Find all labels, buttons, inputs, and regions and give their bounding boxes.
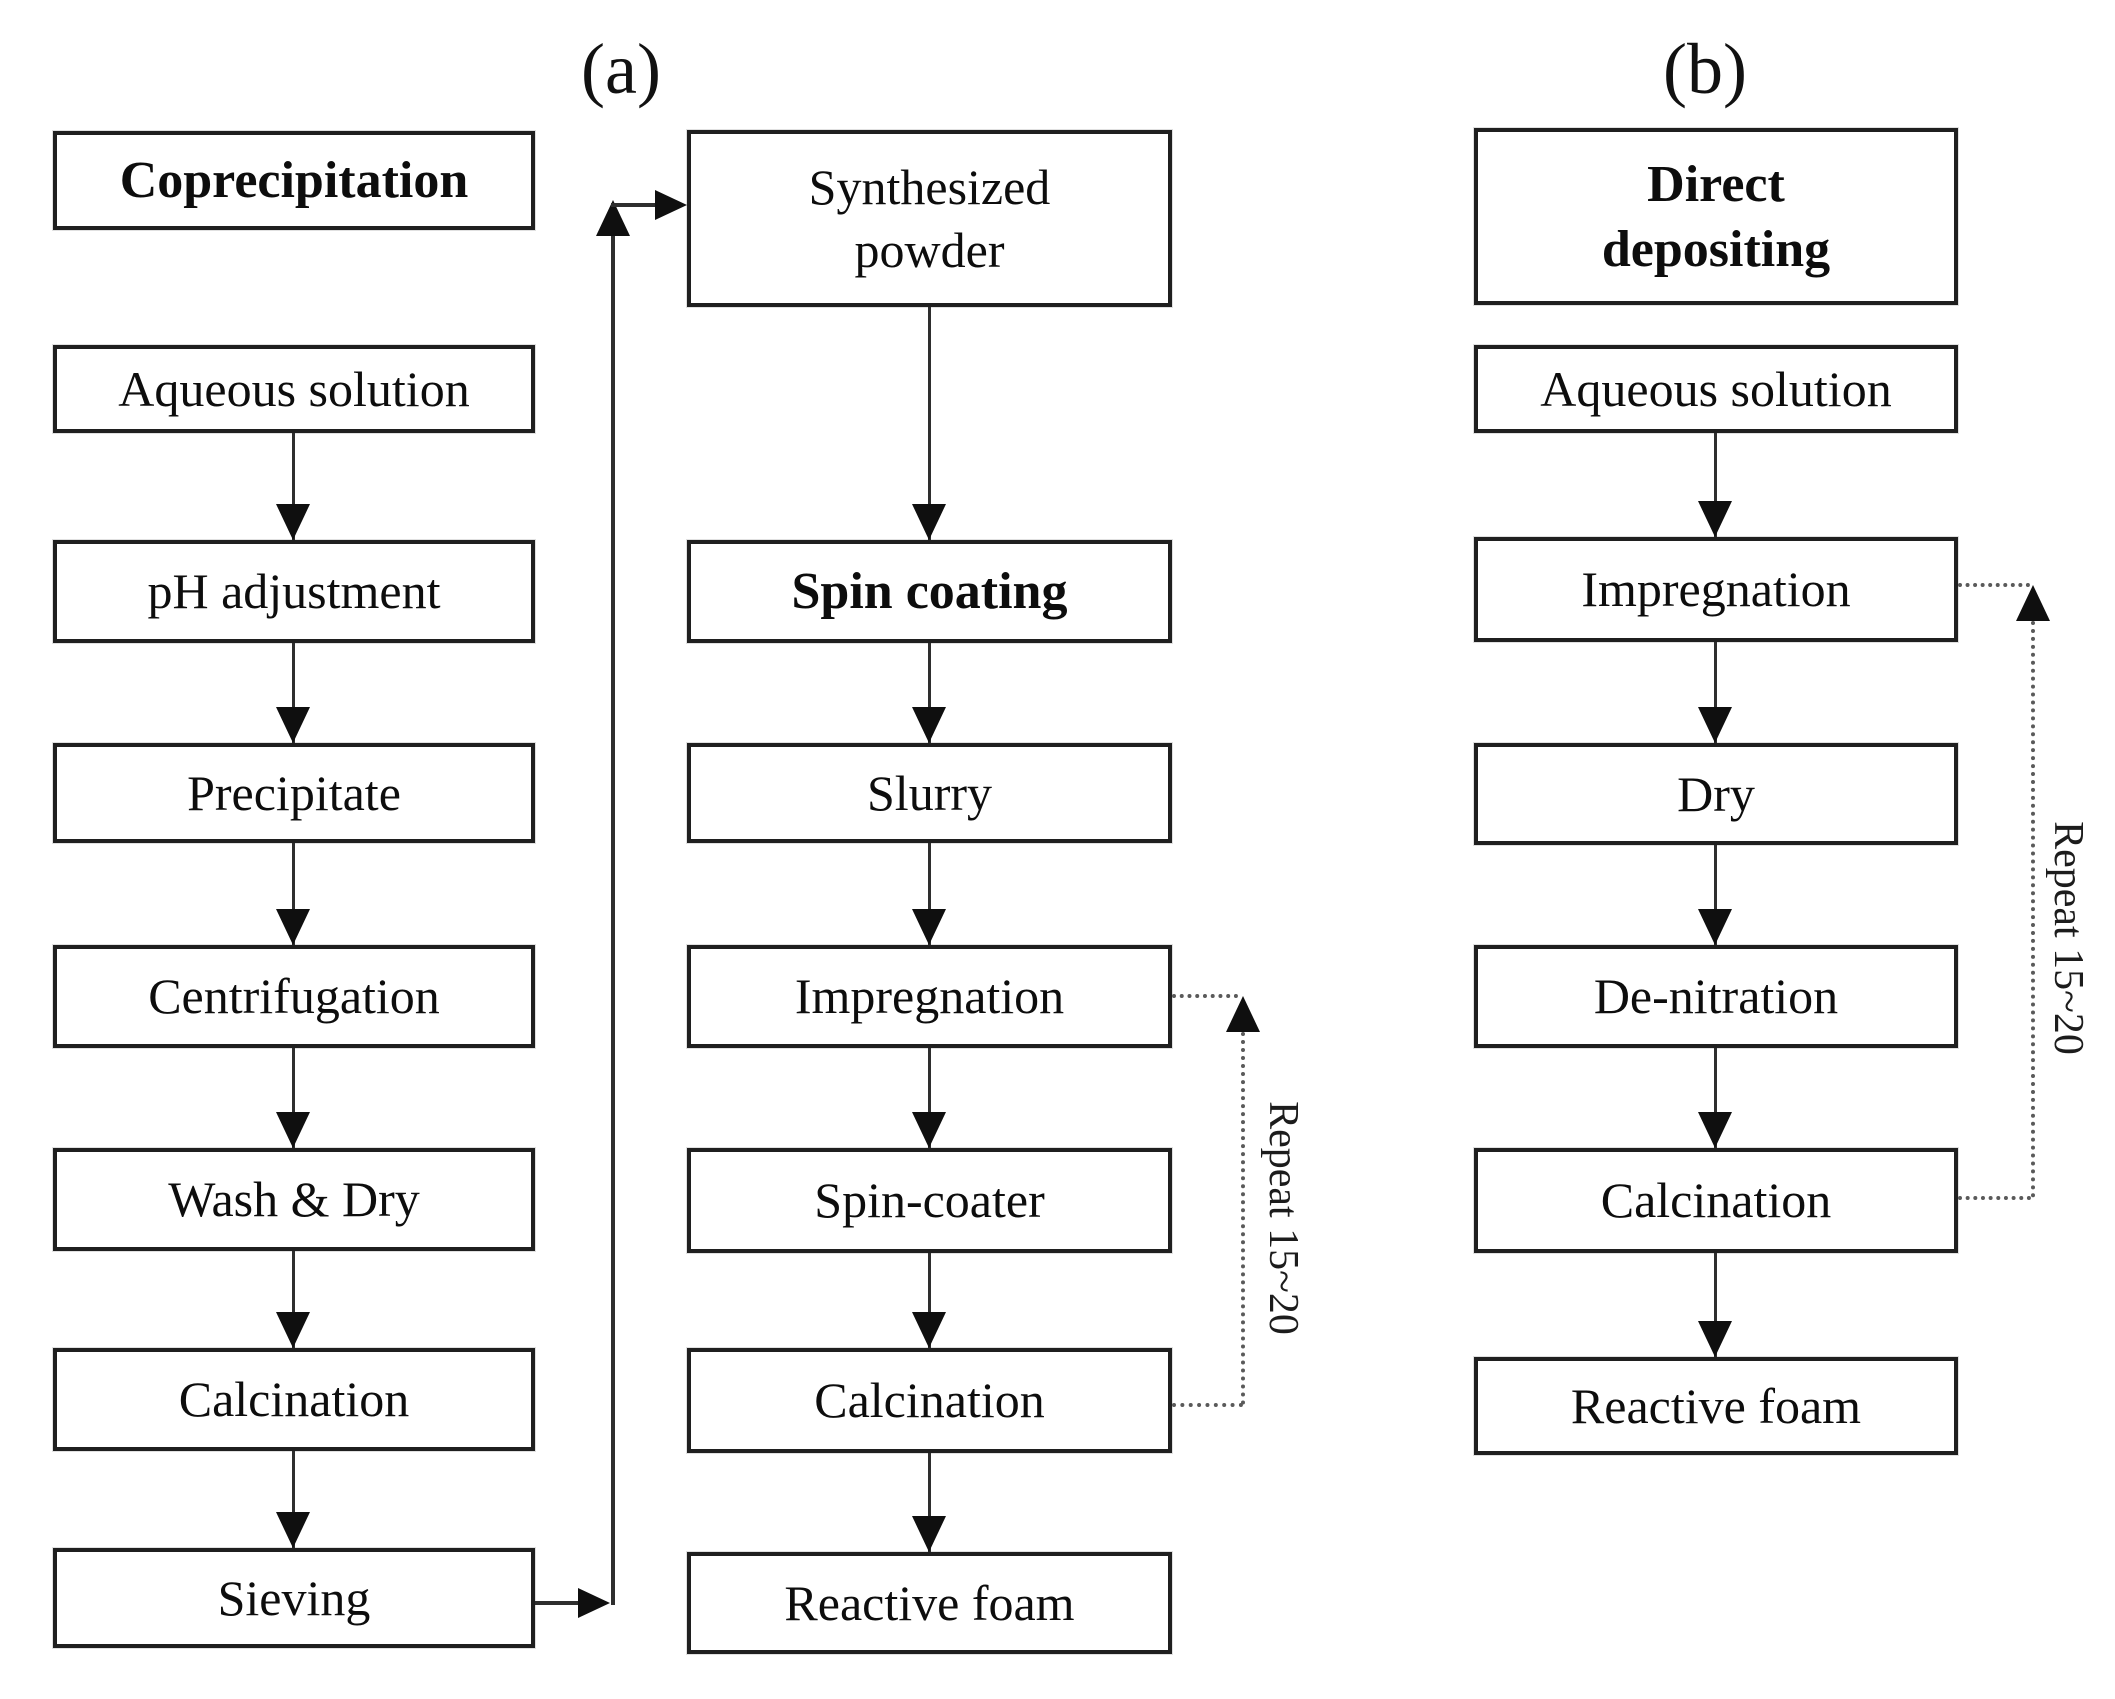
feed-line-to-powder [611,203,658,207]
box-sieving: Sieving [53,1548,535,1648]
arrow-down-icon [276,643,310,743]
box-reactive-foam-spin: Reactive foam [687,1552,1172,1654]
feed-line-vertical [611,224,615,1605]
box-de-nitration: De-nitration [1474,945,1958,1048]
arrow-down-icon [912,1453,946,1552]
arrow-down-icon [912,1048,946,1148]
arrow-right-icon [578,1588,610,1618]
box-calcination-direct: Calcination [1474,1148,1958,1253]
arrow-down-icon [276,1451,310,1548]
box-spin-coating: Spin coating [687,540,1172,643]
feed-line-from-sieving [535,1601,586,1605]
box-impregnation-direct: Impregnation [1474,537,1958,642]
repeat-loop-vertical-spin [1241,1032,1245,1405]
arrow-up-icon [1226,996,1260,1032]
repeat-loop-bottom-spin [1172,1403,1243,1407]
repeat-loop-vertical-direct [2031,621,2035,1198]
arrow-down-icon [1698,1048,1732,1148]
arrow-down-icon [912,843,946,945]
box-aqueous-solution-a: Aqueous solution [53,345,535,433]
box-precipitate: Precipitate [53,743,535,843]
repeat-label-spin: Repeat 15~20 [1260,1101,1306,1335]
box-direct-depositing: Direct depositing [1474,128,1958,305]
arrow-down-icon [912,643,946,743]
arrow-down-icon [276,1048,310,1148]
arrow-down-icon [1698,1253,1732,1357]
panel-a-label: (a) [581,29,661,109]
repeat-label-direct: Repeat 15~20 [2045,821,2091,1055]
box-wash-and-dry: Wash & Dry [53,1148,535,1251]
box-calcination-coprecipitation: Calcination [53,1348,535,1451]
repeat-loop-top-spin [1172,994,1238,998]
box-reactive-foam-direct: Reactive foam [1474,1357,1958,1455]
repeat-loop-top-direct [1958,583,2030,587]
arrow-down-icon [1698,433,1732,537]
panel-b-label: (b) [1663,29,1747,109]
box-coprecipitation: Coprecipitation [53,131,535,230]
arrow-up-icon [2016,585,2050,621]
arrow-down-icon [1698,845,1732,945]
box-ph-adjustment: pH adjustment [53,540,535,643]
arrow-right-icon [655,190,687,220]
box-dry: Dry [1474,743,1958,845]
box-impregnation-spin: Impregnation [687,945,1172,1048]
box-aqueous-solution-b: Aqueous solution [1474,345,1958,433]
repeat-loop-bottom-direct [1958,1196,2031,1200]
box-synthesized-powder: Synthesized powder [687,130,1172,307]
arrow-down-icon [1698,642,1732,743]
box-calcination-spin: Calcination [687,1348,1172,1453]
arrow-down-icon [276,433,310,540]
box-centrifugation: Centrifugation [53,945,535,1048]
arrow-down-icon [276,843,310,945]
arrow-down-icon [912,307,946,540]
box-slurry: Slurry [687,743,1172,843]
arrow-down-icon [912,1253,946,1348]
arrow-down-icon [276,1251,310,1348]
box-spin-coater: Spin-coater [687,1148,1172,1253]
